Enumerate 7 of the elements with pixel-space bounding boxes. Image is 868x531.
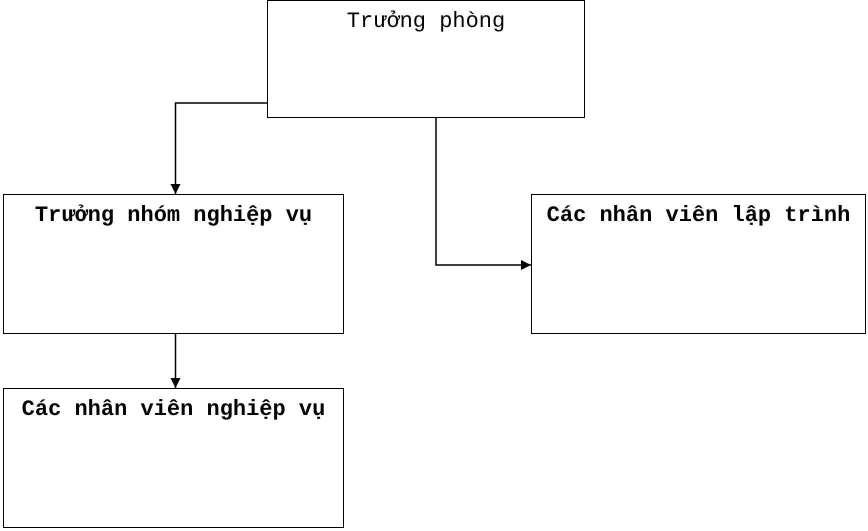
org-box: Các nhân viên nghiệp vụ bbox=[3, 388, 344, 528]
org-box: Các nhân viên lập trình bbox=[531, 194, 866, 334]
org-box: Trưởng phòng bbox=[267, 0, 585, 118]
arrow bbox=[170, 102, 267, 194]
arrow bbox=[170, 334, 180, 388]
org-box: Trưởng nhóm nghiệp vụ bbox=[3, 194, 344, 334]
arrow bbox=[435, 118, 531, 270]
